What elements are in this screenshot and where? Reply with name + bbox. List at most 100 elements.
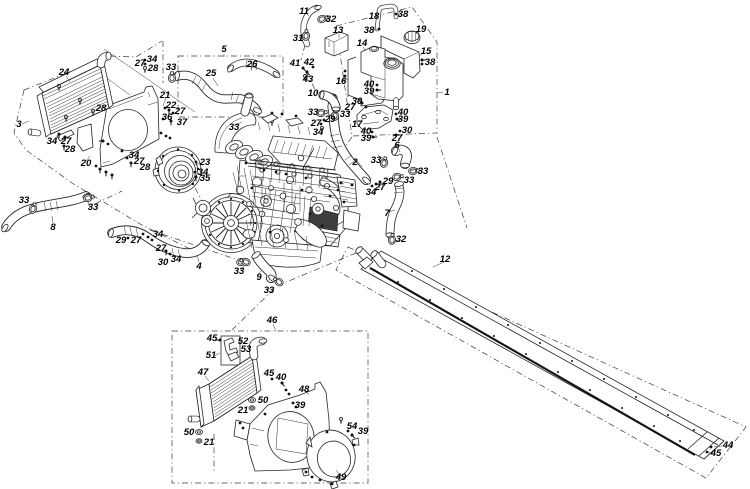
svg-text:33: 33 bbox=[229, 122, 240, 133]
svg-text:3: 3 bbox=[16, 119, 22, 130]
svg-text:53: 53 bbox=[241, 344, 252, 355]
svg-text:33: 33 bbox=[371, 155, 382, 166]
svg-text:12: 12 bbox=[440, 254, 451, 265]
svg-text:34: 34 bbox=[171, 254, 182, 265]
svg-text:20: 20 bbox=[80, 158, 92, 169]
svg-text:18: 18 bbox=[369, 11, 380, 22]
svg-text:34: 34 bbox=[198, 167, 209, 178]
svg-text:4: 4 bbox=[195, 261, 202, 272]
svg-text:2: 2 bbox=[351, 157, 358, 168]
svg-text:23: 23 bbox=[199, 157, 211, 168]
svg-text:33: 33 bbox=[264, 285, 275, 296]
svg-text:47: 47 bbox=[197, 367, 209, 378]
svg-text:28: 28 bbox=[64, 144, 76, 155]
svg-text:29: 29 bbox=[115, 235, 127, 246]
svg-text:27: 27 bbox=[133, 156, 145, 167]
svg-text:39: 39 bbox=[295, 400, 306, 411]
svg-text:43: 43 bbox=[302, 74, 314, 85]
svg-text:46: 46 bbox=[266, 315, 278, 326]
svg-text:15: 15 bbox=[421, 46, 432, 57]
svg-text:49: 49 bbox=[335, 472, 347, 483]
svg-text:50: 50 bbox=[258, 395, 269, 406]
svg-text:45: 45 bbox=[206, 333, 218, 344]
svg-text:34: 34 bbox=[47, 136, 58, 147]
svg-text:27: 27 bbox=[391, 133, 403, 144]
svg-text:14: 14 bbox=[357, 38, 368, 49]
svg-text:22: 22 bbox=[165, 100, 177, 111]
svg-text:44: 44 bbox=[722, 440, 734, 451]
svg-text:5: 5 bbox=[221, 44, 227, 55]
svg-text:8: 8 bbox=[50, 222, 56, 233]
svg-text:27: 27 bbox=[155, 243, 167, 254]
svg-text:34: 34 bbox=[153, 229, 164, 240]
svg-text:28: 28 bbox=[95, 103, 107, 114]
svg-text:29: 29 bbox=[382, 176, 394, 187]
svg-text:51: 51 bbox=[206, 350, 217, 361]
svg-text:39: 39 bbox=[398, 114, 409, 125]
svg-text:40: 40 bbox=[397, 107, 409, 118]
svg-text:33: 33 bbox=[404, 175, 415, 186]
svg-text:27: 27 bbox=[60, 136, 72, 147]
svg-text:26: 26 bbox=[246, 59, 258, 70]
svg-text:33: 33 bbox=[340, 109, 351, 120]
svg-text:31: 31 bbox=[293, 33, 304, 44]
svg-text:7: 7 bbox=[384, 208, 390, 219]
svg-text:38: 38 bbox=[425, 57, 436, 68]
svg-text:30: 30 bbox=[352, 96, 363, 107]
svg-text:10: 10 bbox=[308, 88, 319, 99]
svg-text:21: 21 bbox=[203, 437, 215, 448]
svg-text:27: 27 bbox=[134, 58, 146, 69]
svg-text:39: 39 bbox=[361, 133, 372, 144]
svg-text:41: 41 bbox=[289, 58, 301, 69]
svg-text:50: 50 bbox=[184, 427, 195, 438]
svg-text:33: 33 bbox=[234, 266, 245, 277]
svg-text:39: 39 bbox=[358, 426, 369, 437]
svg-text:42: 42 bbox=[303, 57, 315, 68]
svg-text:6: 6 bbox=[394, 140, 400, 151]
svg-text:34: 34 bbox=[147, 54, 158, 65]
svg-text:39: 39 bbox=[364, 86, 375, 97]
svg-text:32: 32 bbox=[396, 234, 407, 245]
svg-text:11: 11 bbox=[299, 6, 309, 17]
svg-text:30: 30 bbox=[158, 257, 169, 268]
svg-text:28: 28 bbox=[147, 63, 159, 74]
svg-text:32: 32 bbox=[326, 14, 337, 25]
svg-text:27: 27 bbox=[310, 118, 322, 129]
svg-text:40: 40 bbox=[275, 372, 287, 383]
svg-text:33: 33 bbox=[88, 202, 99, 213]
svg-text:45: 45 bbox=[263, 368, 275, 379]
svg-text:27: 27 bbox=[130, 235, 142, 246]
svg-text:21: 21 bbox=[159, 90, 171, 101]
svg-text:54: 54 bbox=[347, 421, 358, 432]
svg-text:33: 33 bbox=[19, 195, 30, 206]
svg-text:36: 36 bbox=[162, 112, 173, 123]
svg-text:1: 1 bbox=[444, 87, 449, 98]
svg-text:33: 33 bbox=[418, 166, 429, 177]
svg-text:38: 38 bbox=[364, 25, 375, 36]
svg-text:16: 16 bbox=[336, 76, 347, 87]
svg-text:34: 34 bbox=[313, 127, 324, 138]
svg-text:17: 17 bbox=[352, 119, 363, 130]
svg-text:25: 25 bbox=[205, 68, 217, 79]
svg-text:34: 34 bbox=[366, 187, 377, 198]
svg-text:40: 40 bbox=[363, 79, 375, 90]
svg-text:34: 34 bbox=[129, 150, 140, 161]
svg-text:33: 33 bbox=[166, 62, 177, 73]
svg-text:37: 37 bbox=[177, 117, 188, 128]
svg-text:13: 13 bbox=[333, 25, 344, 36]
svg-text:27: 27 bbox=[344, 102, 356, 113]
svg-text:24: 24 bbox=[58, 67, 70, 78]
svg-text:27: 27 bbox=[374, 182, 386, 193]
svg-text:35: 35 bbox=[200, 173, 211, 184]
svg-text:9: 9 bbox=[256, 272, 262, 283]
svg-text:45: 45 bbox=[710, 448, 722, 459]
svg-text:27: 27 bbox=[174, 106, 186, 117]
svg-text:19: 19 bbox=[416, 24, 427, 35]
svg-text:28: 28 bbox=[139, 162, 151, 173]
svg-text:30: 30 bbox=[402, 125, 413, 136]
svg-text:38: 38 bbox=[398, 9, 409, 20]
svg-text:29: 29 bbox=[324, 114, 336, 125]
svg-text:40: 40 bbox=[360, 126, 372, 137]
svg-text:21: 21 bbox=[237, 405, 249, 416]
svg-text:52: 52 bbox=[238, 336, 249, 347]
